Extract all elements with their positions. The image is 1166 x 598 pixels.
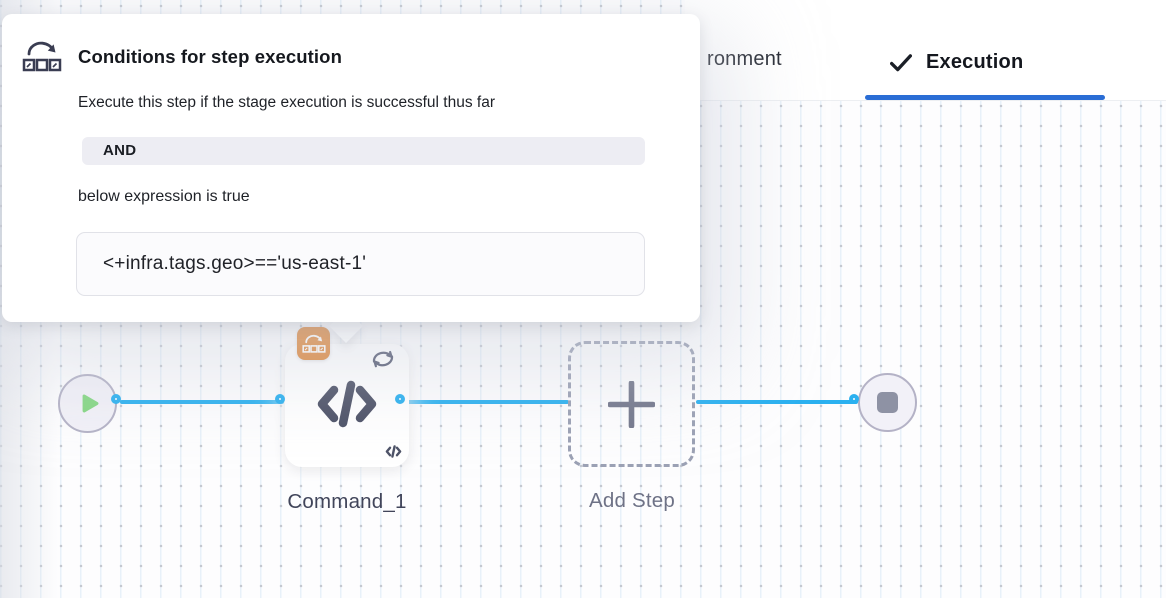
tab-environment-partial[interactable]: ronment — [707, 48, 782, 70]
tab-execution-label: Execution — [926, 51, 1024, 73]
port-step-in[interactable] — [275, 394, 285, 404]
pipeline-start-node — [58, 374, 117, 433]
operator-chip: AND — [82, 137, 645, 165]
play-icon — [82, 394, 99, 413]
step-node-command-1[interactable] — [285, 344, 409, 467]
add-step-label[interactable]: Add Step — [589, 489, 675, 512]
step-label[interactable]: Command_1 — [287, 490, 407, 513]
port-end-in[interactable] — [849, 394, 859, 404]
popover-description: Execute this step if the stage execution… — [78, 94, 495, 111]
stop-icon — [877, 392, 898, 413]
port-start-out[interactable] — [111, 394, 121, 404]
stage-tabbar: ronment Execution — [685, 0, 1166, 101]
tab-execution[interactable]: Execution — [890, 51, 1023, 74]
popover-title: Conditions for step execution — [78, 46, 342, 67]
connector-start-to-step — [120, 400, 284, 404]
checkmark-icon — [890, 53, 912, 72]
conditional-execution-badge-icon[interactable] — [297, 327, 330, 360]
connector-step-to-addstep — [404, 400, 569, 404]
active-tab-underline — [865, 95, 1105, 100]
code-icon — [315, 377, 379, 431]
code-small-icon — [385, 444, 402, 459]
pipeline-end-node — [858, 373, 917, 432]
add-step-button[interactable] — [568, 341, 695, 467]
conditional-execution-icon — [22, 39, 62, 73]
plus-icon — [608, 380, 655, 428]
expression-intro-text: below expression is true — [78, 188, 250, 205]
expression-value: <+infra.tags.geo>=='us-east-1' — [76, 232, 645, 296]
port-step-out[interactable] — [395, 394, 405, 404]
connector-addstep-to-end — [696, 400, 858, 404]
retry-loop-icon — [369, 347, 397, 371]
conditions-popover: Conditions for step execution Execute th… — [2, 14, 700, 322]
